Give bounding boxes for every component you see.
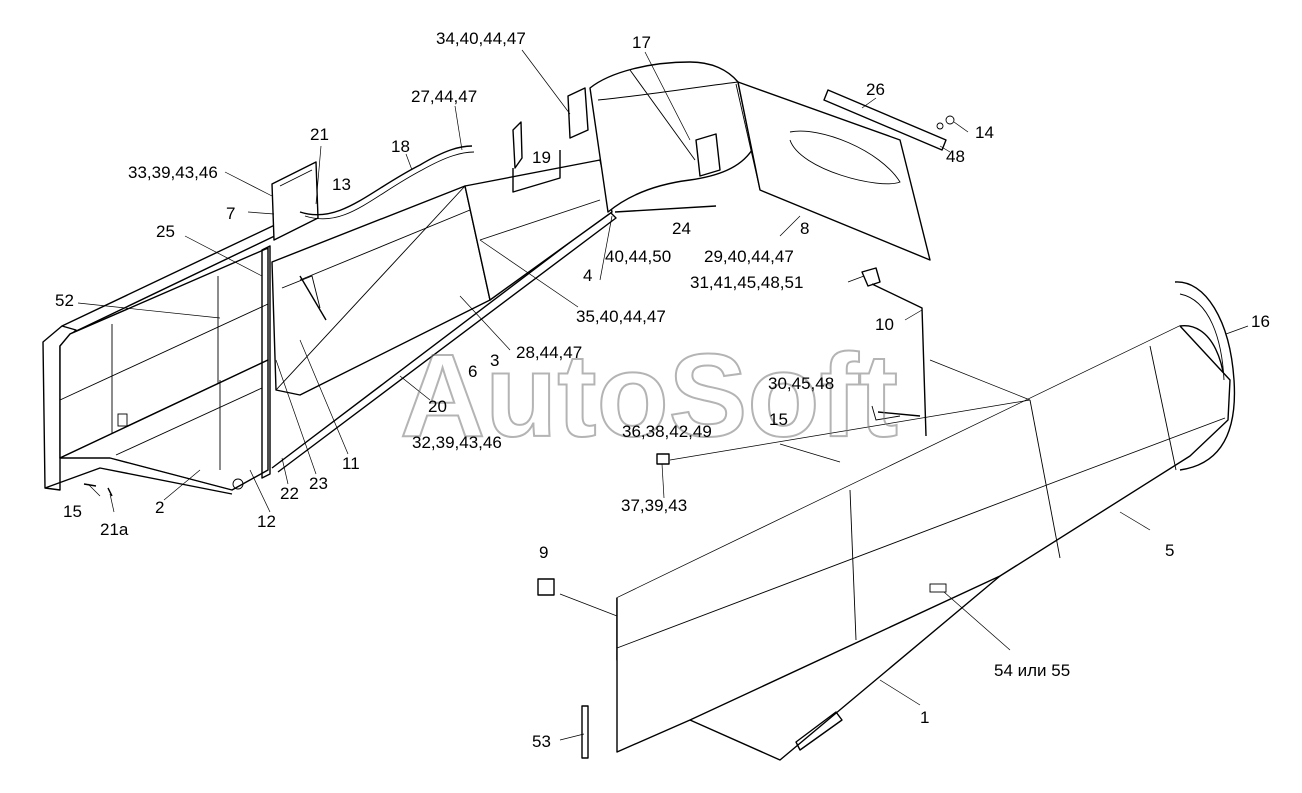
callout-9: 9 (539, 543, 548, 562)
callout-1: 1 (920, 708, 929, 727)
callout-labels: 34,40,44,47 17 27,44,47 26 14 48 21 18 1… (55, 29, 1270, 751)
callout-7: 7 (226, 204, 235, 223)
callout-14: 14 (975, 123, 994, 142)
callout-26: 26 (866, 80, 885, 99)
callout-8: 8 (800, 219, 809, 238)
callout-16: 16 (1251, 312, 1270, 331)
callout-5: 5 (1165, 541, 1174, 560)
callout-2: 2 (155, 498, 164, 517)
callout-53: 53 (532, 732, 551, 751)
callout-21: 21 (310, 125, 329, 144)
left-side-assembly (42, 212, 309, 495)
callout-3: 3 (490, 351, 499, 370)
part-9 (537, 578, 555, 596)
callout-19: 19 (532, 148, 551, 167)
callout-17: 17 (632, 33, 651, 52)
callout-12: 12 (257, 512, 276, 531)
callout-15-right: 15 (769, 410, 788, 429)
part-53 (581, 705, 589, 759)
lower-body-panel (616, 281, 1236, 761)
callout-37-39-43: 37,39,43 (621, 496, 687, 515)
callout-36-38-42-49: 36,38,42,49 (622, 422, 712, 441)
callout-23: 23 (309, 474, 328, 493)
callout-31-41-45-48-51: 31,41,45,48,51 (690, 273, 803, 292)
callout-27-44-47: 27,44,47 (411, 87, 477, 106)
callout-21a: 21а (100, 520, 129, 539)
callout-25: 25 (156, 222, 175, 241)
callout-10: 10 (875, 315, 894, 334)
callout-54-or-55: 54 или 55 (994, 661, 1070, 680)
callout-29-40-44-47: 29,40,44,47 (704, 247, 794, 266)
leader-lines (77, 49, 1249, 741)
center-roof-assembly (271, 61, 955, 473)
callout-34-40-44-47: 34,40,44,47 (436, 29, 526, 48)
callout-15-left: 15 (63, 502, 82, 521)
callout-33-39-43-46: 33,39,43,46 (128, 163, 218, 182)
callout-22: 22 (280, 484, 299, 503)
callout-4: 4 (583, 266, 592, 285)
callout-28-44-47: 28,44,47 (516, 343, 582, 362)
callout-6: 6 (468, 362, 477, 381)
callout-20: 20 (428, 397, 447, 416)
callout-40-44-50: 40,44,50 (605, 247, 671, 266)
callout-30-45-48: 30,45,48 (768, 374, 834, 393)
callout-32-39-43-46: 32,39,43,46 (412, 433, 502, 452)
part-37 (656, 453, 670, 465)
part-15-left (83, 483, 113, 497)
callout-52: 52 (55, 291, 74, 310)
callout-18: 18 (391, 137, 410, 156)
right-frame (861, 267, 927, 437)
callout-11: 11 (342, 454, 360, 473)
callout-24: 24 (672, 219, 691, 238)
watermark: AutoSoft (400, 330, 898, 462)
callout-48: 48 (946, 147, 965, 166)
callout-35-40-44-47: 35,40,44,47 (576, 307, 666, 326)
callout-13: 13 (332, 175, 351, 194)
